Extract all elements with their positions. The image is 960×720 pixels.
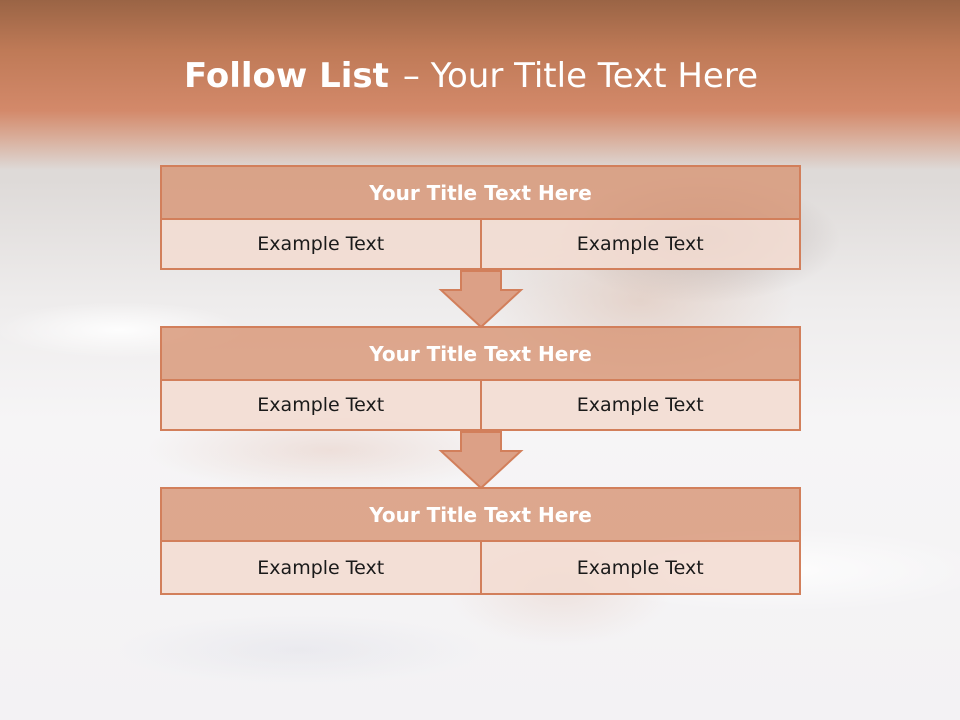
down-arrow-icon	[438, 431, 524, 490]
block-title: Your Title Text Here	[160, 165, 801, 220]
block-title: Your Title Text Here	[160, 326, 801, 381]
down-arrow-icon	[438, 270, 524, 329]
list-block-2: Your Title Text Here Example Text Exampl…	[160, 326, 801, 431]
block-title: Your Title Text Here	[160, 487, 801, 542]
block-row: Example Text Example Text	[160, 381, 801, 431]
slide-title: Follow List – Your Title Text Here	[0, 52, 942, 100]
slide-title-rest: – Your Title Text Here	[402, 56, 758, 96]
block-row: Example Text Example Text	[160, 220, 801, 270]
block-cell-right: Example Text	[479, 220, 799, 268]
slide-title-bold: Follow List	[183, 56, 389, 96]
list-block-3: Your Title Text Here Example Text Exampl…	[160, 487, 801, 595]
list-block-1: Your Title Text Here Example Text Exampl…	[160, 165, 801, 270]
block-cell-left: Example Text	[162, 381, 480, 429]
block-cell-right: Example Text	[479, 542, 799, 593]
block-row: Example Text Example Text	[160, 542, 801, 595]
block-cell-left: Example Text	[162, 542, 480, 593]
block-cell-right: Example Text	[479, 381, 799, 429]
header-band	[0, 0, 960, 170]
block-cell-left: Example Text	[162, 220, 480, 268]
